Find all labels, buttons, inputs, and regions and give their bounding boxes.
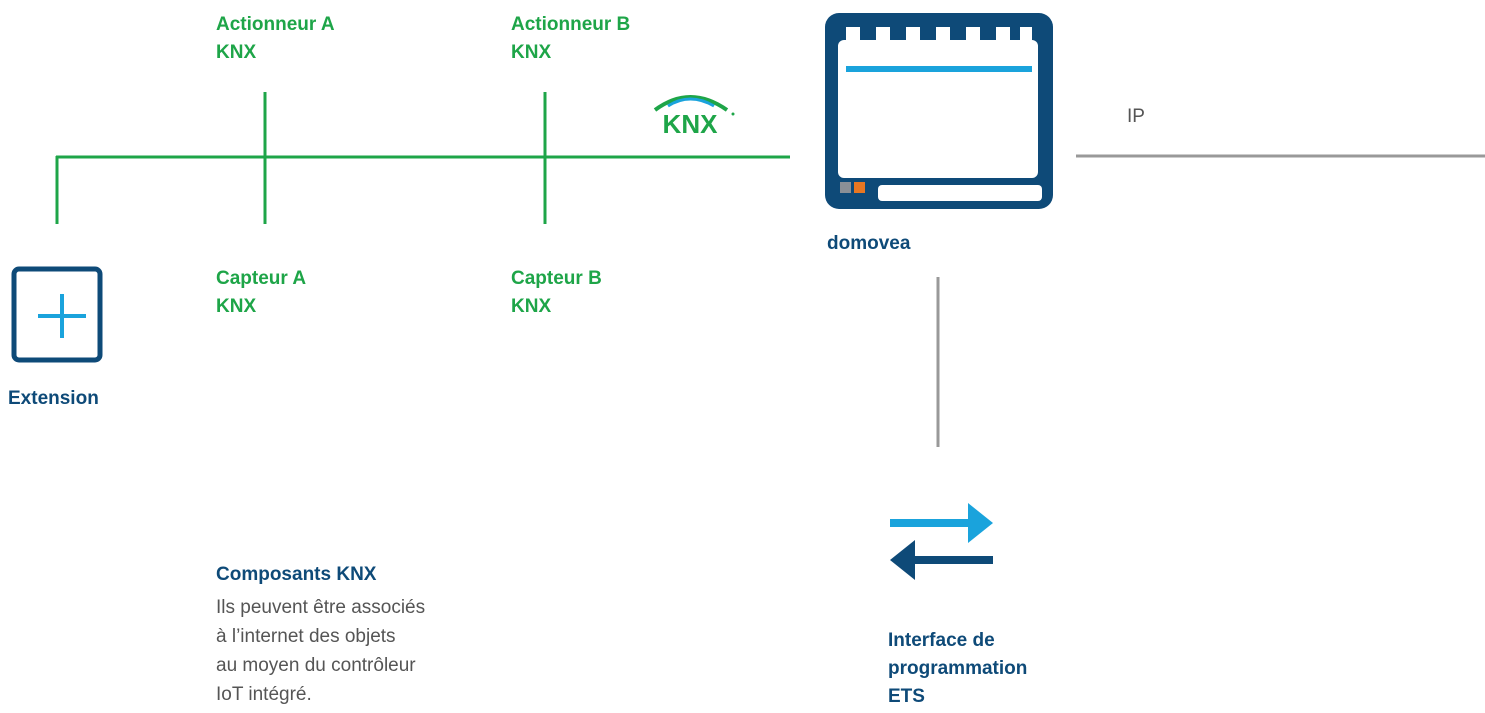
knx-bus	[55, 92, 790, 224]
actuator-b-label: Actionneur B KNX	[511, 11, 630, 67]
sensor-b-label: Capteur B KNX	[511, 265, 602, 321]
knx-logo-arc-inner	[667, 97, 715, 108]
actuator-a-name: Actionneur A	[216, 14, 335, 35]
knx-logo: KNX	[653, 95, 735, 139]
actuator-a-label: Actionneur A KNX	[216, 11, 335, 67]
ets-line-3: ETS	[888, 686, 925, 707]
controller-led-orange	[854, 182, 865, 193]
controller-top-slots	[846, 27, 1032, 40]
sensor-b-name: Capteur B	[511, 268, 602, 289]
actuator-b-name: Actionneur B	[511, 14, 631, 35]
sensor-a-label: Capteur A KNX	[216, 265, 306, 321]
sensor-a-name: Capteur A	[216, 268, 307, 289]
ets-line-2: programmation	[888, 658, 1028, 679]
components-line-4: IoT intégré.	[216, 684, 312, 705]
actuator-b-protocol: KNX	[511, 42, 552, 63]
actuator-a-protocol: KNX	[216, 42, 257, 63]
knx-logo-arc	[653, 95, 729, 112]
ets-label: Interface de programmation ETS	[888, 627, 1027, 711]
ets-line-1: Interface de	[888, 630, 995, 651]
components-line-3: au moyen du contrôleur	[216, 655, 416, 676]
domovea-controller-icon	[825, 13, 1053, 209]
extension-label: Extension	[8, 388, 99, 409]
plus-icon	[11, 266, 103, 363]
controller-led-gray	[840, 182, 851, 193]
components-line-1: Ils peuvent être associés	[216, 597, 426, 618]
ip-label: IP	[1127, 106, 1145, 127]
controller-label: domovea	[827, 233, 911, 254]
sensor-a-protocol: KNX	[216, 296, 257, 317]
sensor-b-protocol: KNX	[511, 296, 552, 317]
components-title: Composants KNX	[216, 564, 377, 585]
exchange-arrows-icon	[890, 503, 993, 580]
components-line-2: à l’internet des objets	[216, 626, 396, 647]
controller-display-bar	[846, 66, 1032, 72]
knx-logo-mark	[731, 112, 735, 116]
knx-logo-text: KNX	[663, 109, 719, 139]
components-description: Ils peuvent être associés à l’internet d…	[216, 593, 425, 709]
